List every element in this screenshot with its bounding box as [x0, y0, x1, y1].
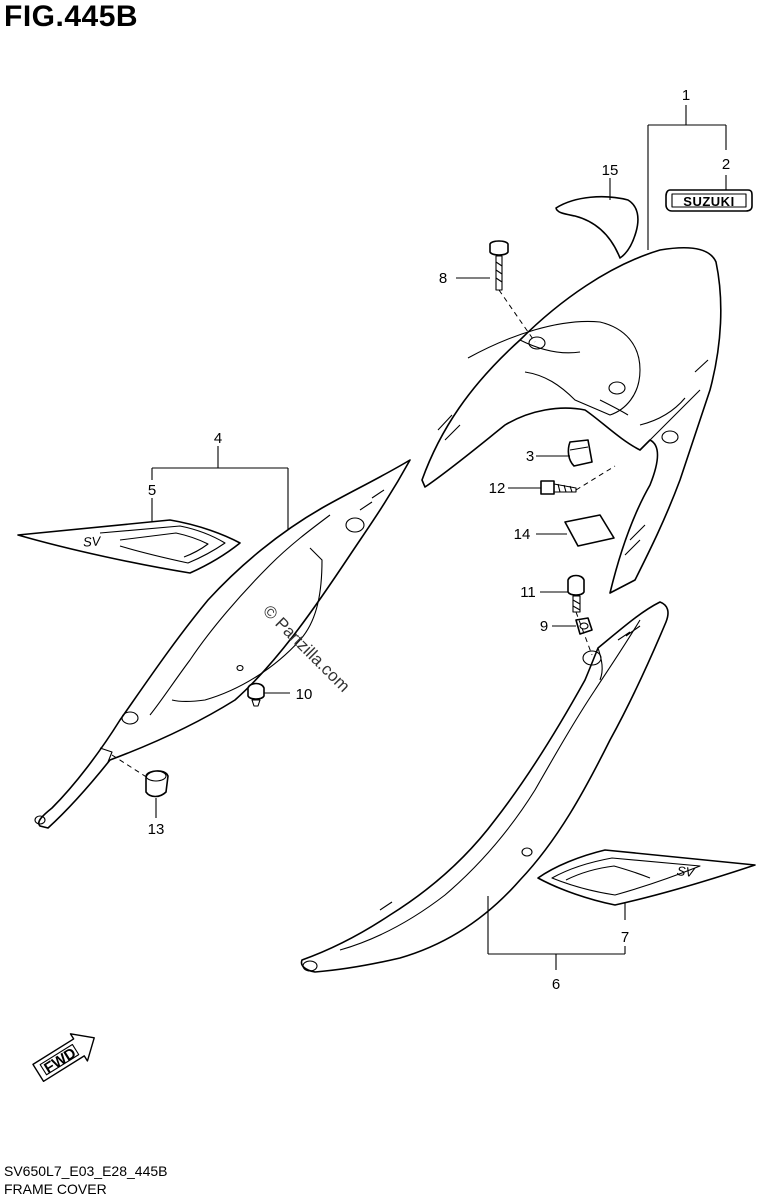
assembly-line-8	[498, 289, 536, 343]
callout-numbers: 1 2 3 4 5 6 7 8 9 10 11 12 13 14 15	[148, 87, 731, 993]
left-sv-decal-part-5[interactable]: SV	[17, 519, 241, 574]
tail-cover-part-1[interactable]	[421, 246, 722, 594]
callout-14: 14	[514, 526, 531, 543]
callout-10: 10	[296, 686, 313, 703]
assembly-line-12	[575, 465, 616, 491]
callout-3: 3	[526, 448, 534, 465]
figure-code: SV650L7_E03_E28_445B	[4, 1163, 168, 1179]
callout-9: 9	[540, 618, 548, 635]
callout-11: 11	[520, 584, 536, 601]
cap-part-13[interactable]	[145, 770, 169, 798]
forward-arrow-icon: FWD	[32, 1033, 95, 1083]
cushion-pad-part-15[interactable]	[555, 195, 639, 259]
callout-1: 1	[682, 87, 690, 104]
assembly-line-11	[575, 611, 593, 656]
emblem-text: SUZUKI	[683, 194, 734, 209]
nut-part-9[interactable]	[575, 617, 593, 635]
left-decal-text: SV	[83, 533, 103, 549]
callout-13: 13	[148, 821, 165, 838]
callout-12: 12	[489, 480, 506, 497]
callout-4: 4	[214, 430, 222, 447]
right-sv-decal-part-7[interactable]: SV	[537, 849, 756, 906]
screw-part-12[interactable]	[540, 480, 577, 495]
right-decal-text: SV	[676, 863, 696, 880]
right-frame-cover-part-6[interactable]	[300, 601, 669, 973]
screw-part-8[interactable]	[489, 240, 509, 291]
assembly-line-13	[111, 754, 149, 779]
callout-7: 7	[621, 929, 629, 946]
left-frame-cover-part-4[interactable]	[34, 459, 411, 829]
callout-8: 8	[439, 270, 447, 287]
callout-5: 5	[148, 482, 156, 499]
clip-part-10[interactable]	[247, 682, 265, 707]
callout-15: 15	[602, 162, 619, 179]
callout-6: 6	[552, 976, 560, 993]
cushion-part-3[interactable]	[567, 439, 593, 467]
figure-name: FRAME COVER	[4, 1181, 107, 1197]
pad-part-14[interactable]	[564, 514, 615, 547]
suzuki-emblem-part-2[interactable]: SUZUKI	[665, 189, 753, 212]
callout-2: 2	[722, 156, 730, 173]
figure-title: FIG.445B	[4, 0, 139, 33]
leader-lines	[151, 105, 727, 970]
screw-part-11[interactable]	[567, 574, 585, 613]
